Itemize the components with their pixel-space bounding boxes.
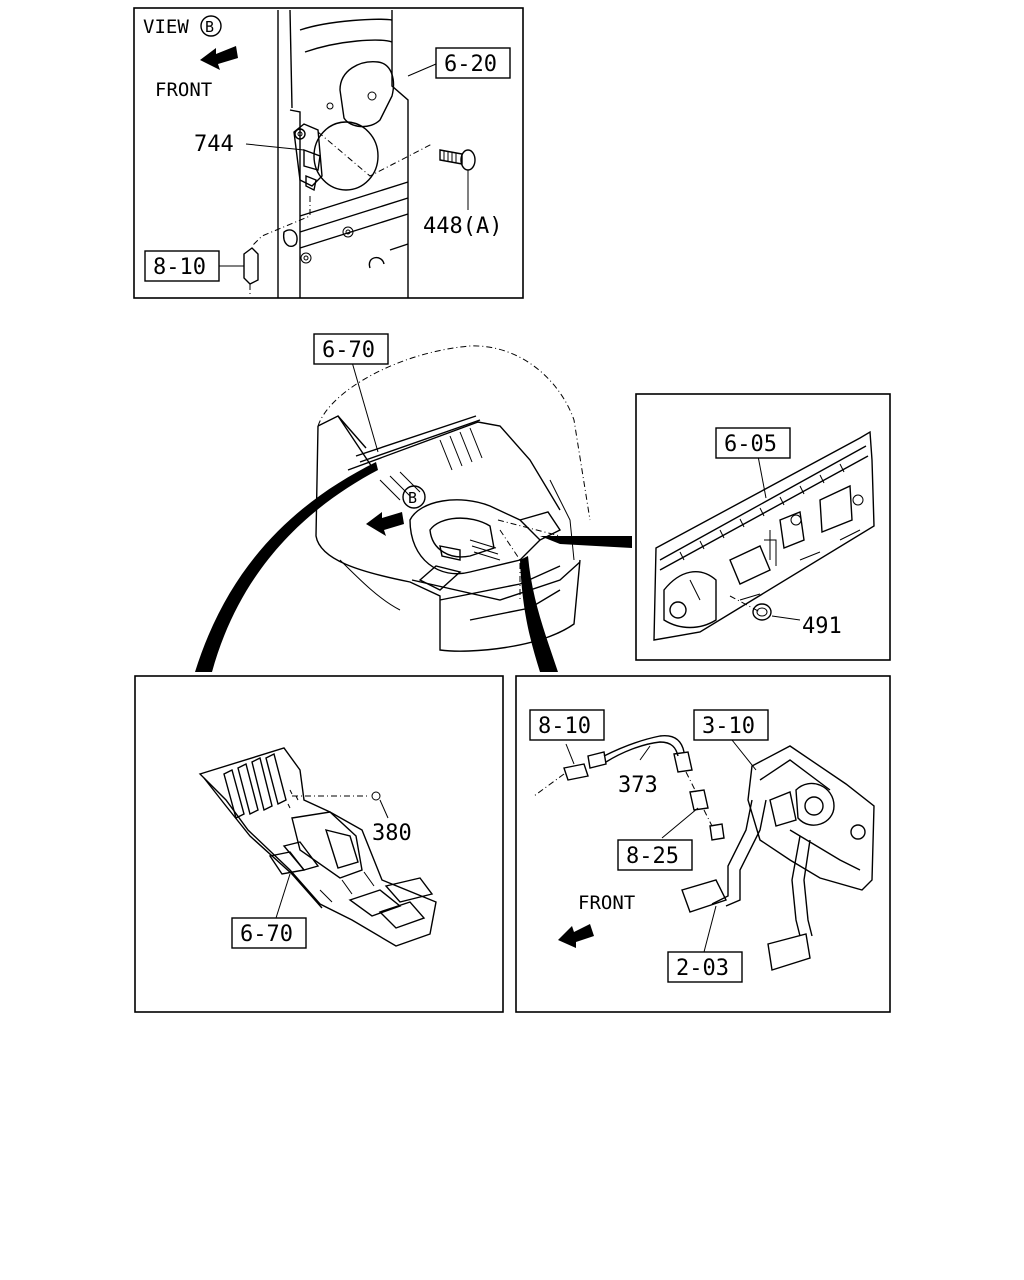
part-744-bracket: [293, 123, 323, 192]
part-380-label: 380: [372, 821, 412, 846]
callout-to-pedal: [520, 556, 558, 672]
ref-box-3-10[interactable]: [693, 709, 769, 741]
ref-box-6-70-floor[interactable]: [231, 917, 307, 949]
view-b-inset: VIEW B FRONT: [133, 7, 524, 299]
cab-illustration: [315, 345, 591, 652]
ref-6-70-cab: 6-70: [322, 338, 375, 363]
callout-to-dash: [540, 536, 632, 548]
connector-8-10: [243, 247, 259, 296]
ref-6-05: 6-05: [724, 432, 777, 457]
ref-6-20: 6-20: [444, 52, 497, 77]
view-b-marker-circle: [200, 15, 222, 37]
view-b-title: VIEW: [143, 16, 189, 38]
clutch-pedal-pad: [681, 879, 727, 913]
front-arrow-icon: [200, 46, 238, 70]
ref-box-8-25[interactable]: [617, 839, 693, 871]
brake-pedal-pad: [767, 933, 811, 971]
ref-box-2-03[interactable]: [667, 951, 743, 983]
ref-8-25: 8-25: [626, 844, 679, 869]
ref-box-8-10-pedal[interactable]: [529, 709, 605, 741]
ref-6-70-floor: 6-70: [240, 922, 293, 947]
part-380-hole: [371, 791, 381, 801]
part-373-label: 373: [618, 773, 658, 798]
pillar-structure: [277, 9, 409, 298]
ref-8-10-pedal: 8-10: [538, 714, 591, 739]
dash-panel-inset: 6-05 491: [635, 393, 891, 661]
ref-box-8-10-top[interactable]: [144, 250, 220, 282]
cab-direction-arrow-icon: [366, 512, 404, 536]
cab-b-marker-circle: [402, 485, 426, 509]
part-744-label: 744: [194, 132, 234, 157]
ref-box-6-20[interactable]: [435, 47, 511, 79]
floor-panel-inset: 380 6-70: [134, 675, 504, 1013]
part-491-label: 491: [802, 614, 842, 639]
pedal-front-label: FRONT: [578, 892, 635, 914]
view-b-marker: B: [205, 18, 214, 36]
pedal-inset: 8-10 3-10 373 8-25 FRONT 2-03: [515, 675, 891, 1013]
ref-box-6-05[interactable]: [715, 427, 791, 459]
view-b-front-label: FRONT: [155, 79, 212, 101]
ref-3-10: 3-10: [702, 714, 755, 739]
callout-to-floor: [195, 462, 378, 672]
ref-8-10-top: 8-10: [153, 255, 206, 280]
pedal-front-arrow-icon: [558, 924, 594, 948]
part-491-grommet: [752, 603, 772, 621]
ref-box-6-70-cab[interactable]: [313, 333, 389, 365]
part-448a-label: 448(A): [423, 214, 502, 239]
cab-b-marker: B: [408, 489, 417, 507]
ref-2-03: 2-03: [676, 956, 729, 981]
